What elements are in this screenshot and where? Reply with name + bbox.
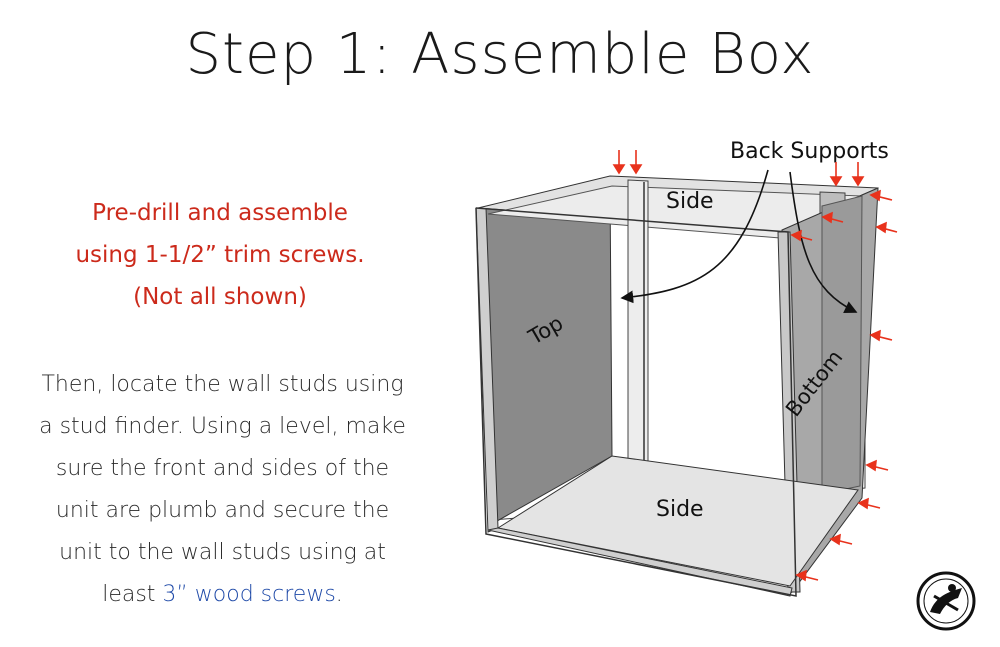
instruction-line-5: unit to the wall studs using at (59, 540, 386, 565)
bottom-panel-back (821, 195, 863, 495)
pointer-arrow-left (620, 169, 769, 304)
pre-drill-line-3: (Not all shown) (133, 284, 307, 310)
instruction-line-6-prefix: least (102, 582, 163, 607)
instruction-text: Then, locate the wall studs using a stud… (20, 364, 425, 616)
instruction-line-3: sure the front and sides of the (55, 456, 390, 481)
pointer-arrow-right (789, 171, 858, 313)
instruction-line-6-suffix: . (335, 582, 343, 607)
page-title: Step 1: Assemble Box (185, 22, 815, 87)
label-side-bottom: Side (656, 497, 704, 522)
screw-arrows (612, 150, 898, 582)
pre-drill-line-1: Pre-drill and assemble (92, 200, 348, 226)
brand-logo-icon (916, 571, 976, 631)
pre-drill-line-2: using 1-1/2” trim screws. (75, 242, 365, 268)
label-back-supports: Back Supports (730, 139, 889, 164)
side-bottom-panel (496, 455, 859, 587)
screw-size-highlight: 3” wood screws (162, 582, 336, 607)
instruction-line-4: unit are plumb and secure the (55, 498, 390, 523)
label-side-top: Side (666, 189, 714, 214)
instruction-line-6: least 3” wood screws. (20, 574, 425, 616)
instruction-line-1: Then, locate the wall studs using (41, 372, 404, 397)
back-support-left (627, 179, 649, 467)
pre-drill-note: Pre-drill and assemble using 1-1/2” trim… (20, 192, 420, 318)
instruction-line-2: a stud finder. Using a level, make (39, 414, 406, 439)
